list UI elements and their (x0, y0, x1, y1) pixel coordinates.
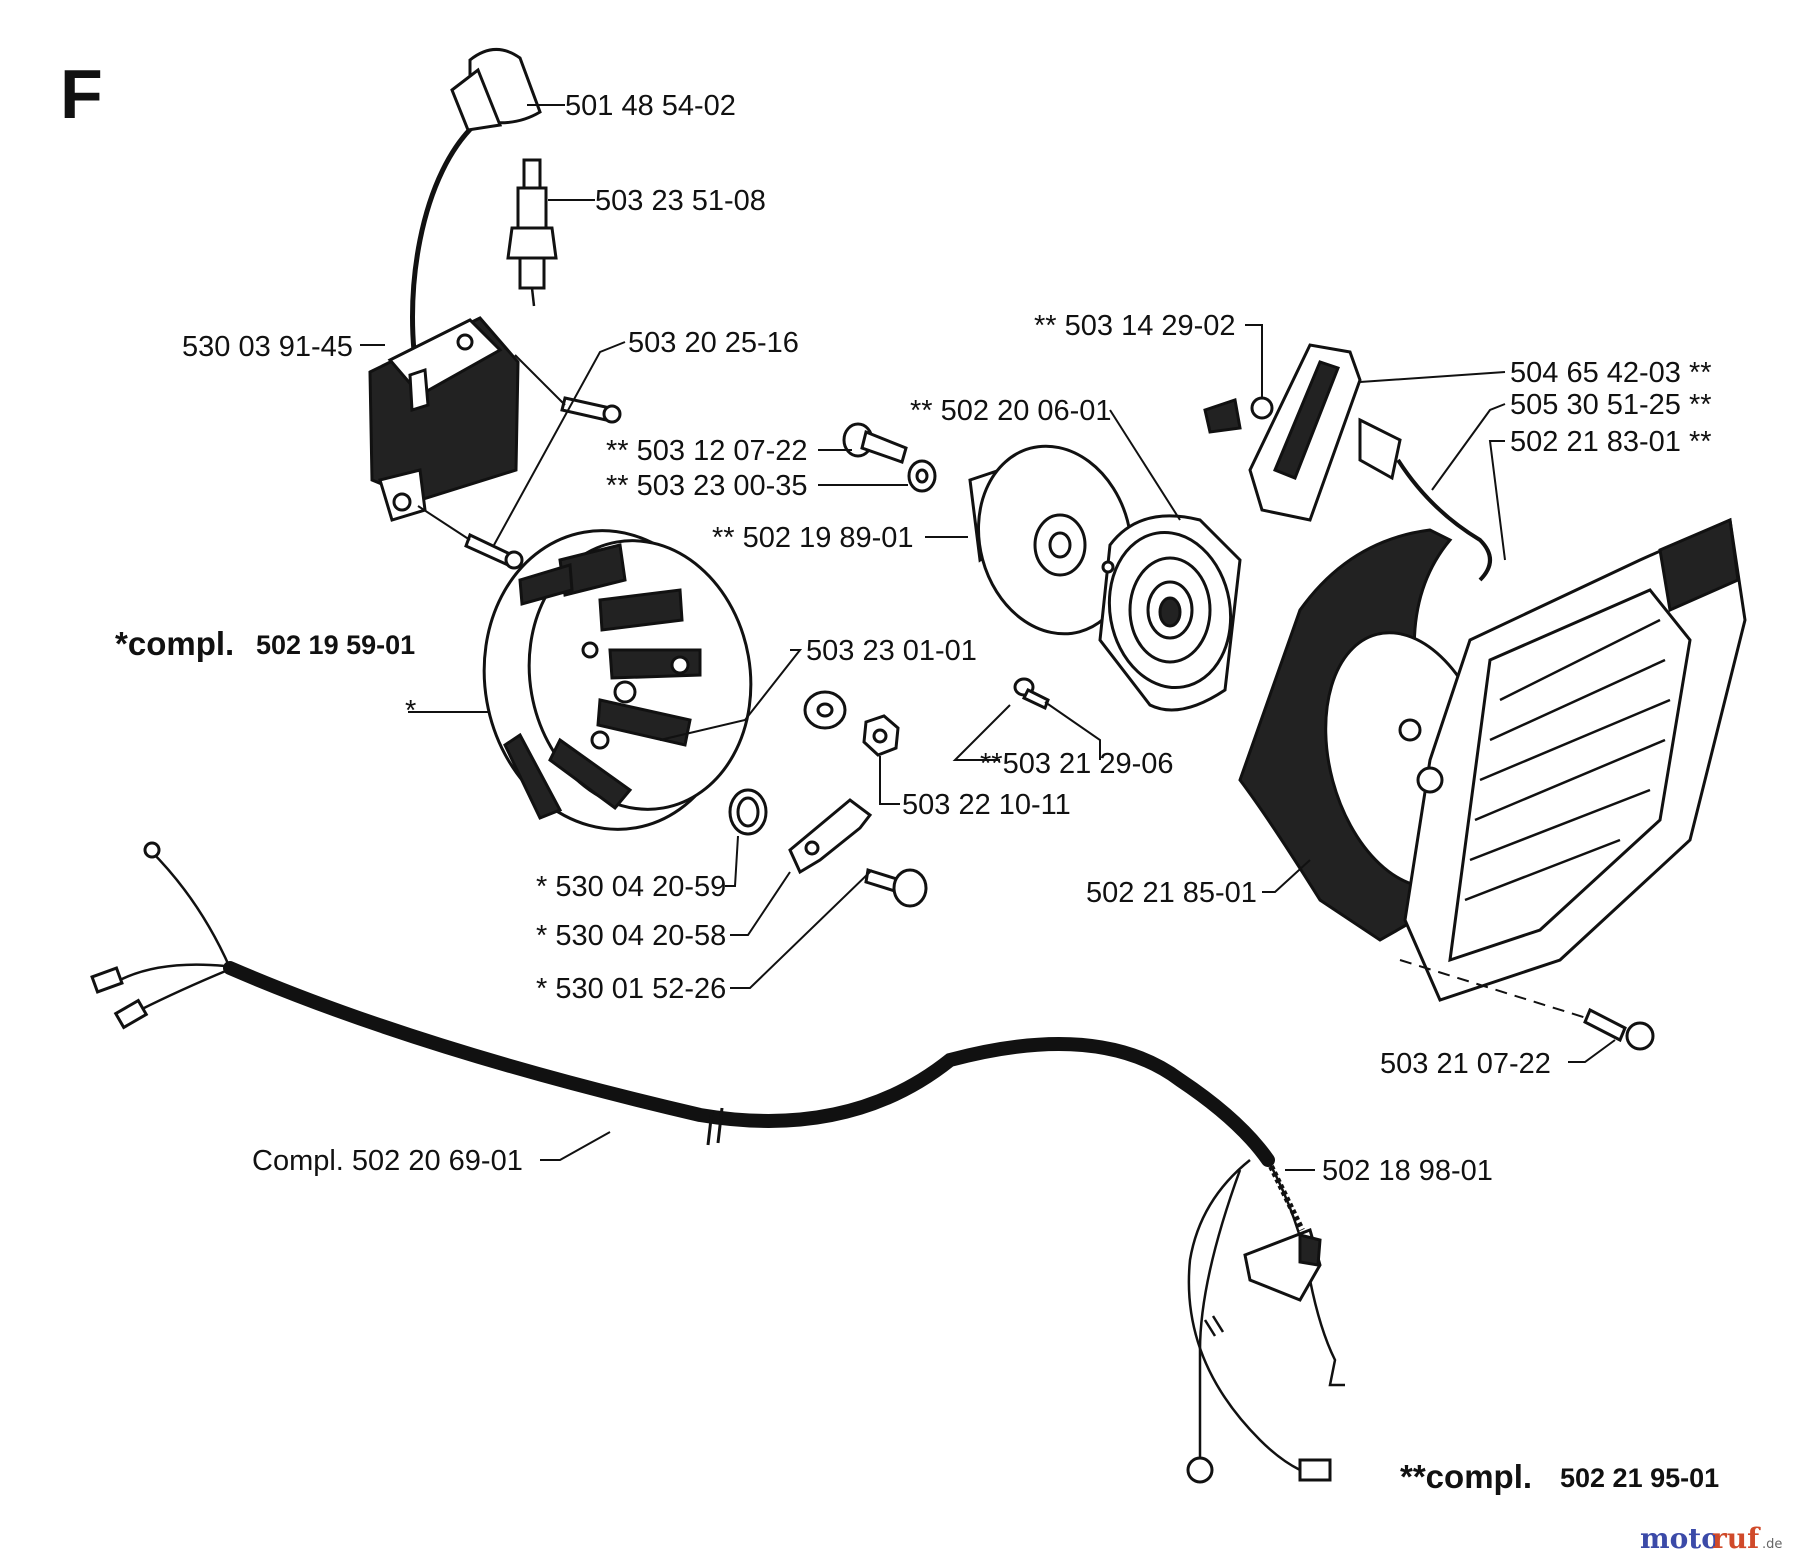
label-pulley-screw: ** 503 14 29-02 (1034, 310, 1236, 342)
svg-text:ruf: ruf (1712, 1522, 1761, 1555)
housing-screw-icon (1583, 1007, 1655, 1051)
short-circuit-cable-icon (90, 841, 1345, 1484)
label-spring-cassette: ** 502 20 06-01 (910, 395, 1112, 427)
label-pawl: * 530 04 20-58 (536, 920, 726, 952)
rope-pulley-icon (968, 444, 1134, 636)
label-ignition-module: 530 03 91-45 (182, 331, 353, 363)
section-letter: F (60, 55, 103, 133)
label-flywheel-star: * (405, 695, 416, 727)
washer-icon (803, 690, 847, 730)
pulley-screw-icon (1203, 396, 1274, 434)
svg-text:moto: moto (1640, 1522, 1720, 1555)
label-spark-plug-cap: 501 48 54-02 (565, 90, 736, 122)
cable-protection-icon (1265, 1158, 1305, 1232)
pawl-spring-icon (728, 788, 768, 836)
label-cable-compl: Compl. 502 20 69-01 (252, 1145, 523, 1177)
label-housing-screw: 503 21 07-22 (1380, 1048, 1551, 1080)
svg-text:.de: .de (1762, 1537, 1782, 1552)
label-starter-kit-number: 502 21 95-01 (1560, 1463, 1719, 1493)
label-starter-handle: 504 65 42-03 ** (1510, 357, 1712, 389)
flywheel-icon (482, 529, 753, 831)
label-flywheel-kit-number: 502 19 59-01 (256, 630, 415, 660)
label-washer: ** 503 23 00-35 (606, 470, 808, 502)
label-center-screw: ** 503 12 07-22 (606, 435, 808, 467)
motoruf-logo: moto ruf .de (1640, 1522, 1782, 1555)
label-flywheel-kit-prefix: *compl. (115, 625, 234, 662)
center-screw-icon (842, 422, 908, 464)
label-module-screw: 503 20 25-16 (628, 327, 799, 359)
label-flywheel-washer: 503 23 01-01 (806, 635, 977, 667)
nut-icon (862, 714, 900, 757)
cassette-screw-icon (1013, 677, 1050, 711)
ignition-module-icon (368, 316, 520, 522)
starter-cover-icon (1398, 517, 1747, 1002)
label-pawl-spring: * 530 04 20-59 (536, 871, 726, 903)
spark-plug-icon (506, 158, 558, 307)
label-flywheel-nut: 503 22 10-11 (902, 789, 1071, 821)
label-cable-protection: 502 18 98-01 (1322, 1155, 1493, 1187)
pawl-icon (788, 798, 873, 875)
label-starter-rope: 505 30 51-25 ** (1510, 389, 1712, 421)
label-rope-pulley: ** 502 19 89-01 (712, 522, 914, 554)
label-fan-housing: 502 21 85-01 (1086, 877, 1257, 909)
starter-handle-icon (1248, 343, 1402, 522)
label-starter-kit-prefix: **compl. (1400, 1458, 1532, 1495)
label-pawl-pin: * 530 01 52-26 (536, 973, 726, 1005)
small-washer-icon (907, 459, 937, 493)
label-cassette-screw: **503 21 29-06 (980, 748, 1174, 780)
screw-icon (464, 396, 622, 570)
label-starter-cover: 502 21 83-01 ** (1510, 426, 1712, 458)
pawl-pin-icon (864, 868, 928, 908)
spring-cassette-icon (1098, 514, 1242, 712)
switch-bracket-icon (1243, 1228, 1322, 1302)
label-spark-plug: 503 23 51-08 (595, 185, 766, 217)
spark-plug-cap-icon (410, 48, 542, 391)
